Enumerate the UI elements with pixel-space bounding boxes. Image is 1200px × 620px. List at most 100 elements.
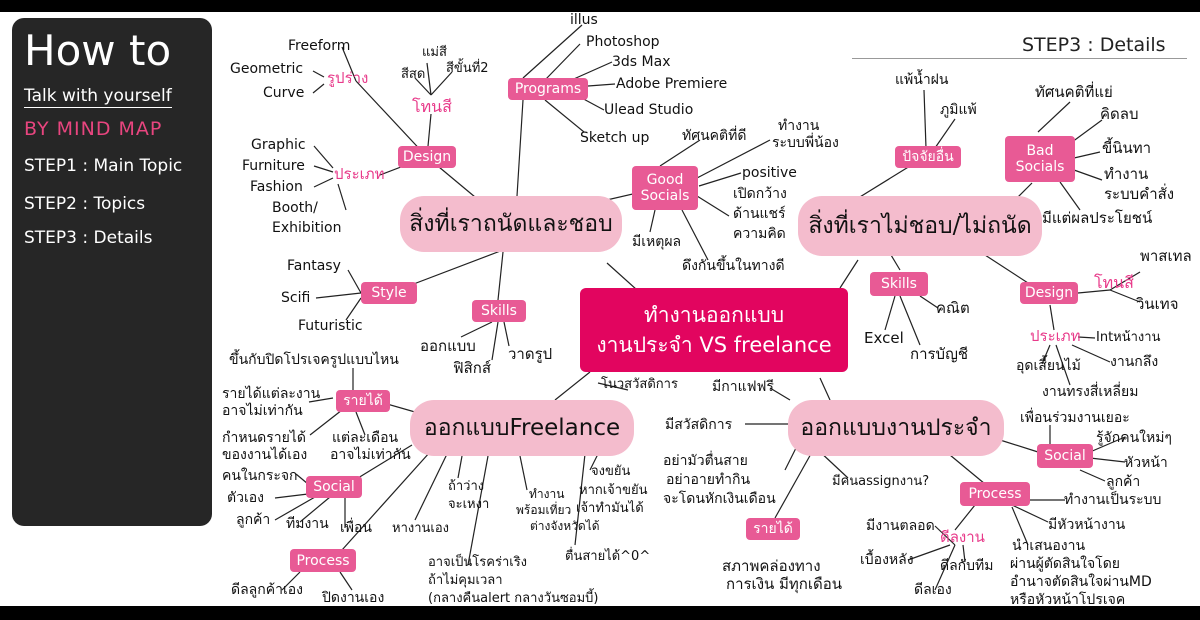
fulltime-misc-item: มีคนassignงาน? [832, 474, 930, 489]
like-shape-item: Freeform [288, 38, 351, 54]
dislike-tone-label: โทนสี [1094, 273, 1134, 292]
good-socials-line2: Socials [640, 188, 690, 204]
factor-item: แพ้น้ำฝน [895, 72, 949, 88]
freelance-social-item: เพื่อน [340, 520, 372, 536]
like-style-box: Style [361, 282, 417, 304]
freelance-process-item: ปิดงานเอง [322, 590, 385, 606]
program-item: Sketch up [580, 130, 650, 146]
fulltime-process-item: ทำงานเป็นระบบ [1064, 492, 1162, 508]
sidebar-panel: How to Talk with yourself BY MIND MAP ST… [12, 18, 212, 526]
fulltime-deal-item: มีงานตลอด [866, 518, 935, 534]
fulltime-social-item: ลูกค้า [1106, 474, 1141, 490]
fulltime-misc-item: จะโดนหักเงินเดือน [663, 491, 776, 507]
good-item: ทำงาน [778, 118, 820, 134]
center-line2: งานประจำ VS freelance [596, 333, 832, 357]
dislike-design-box: Design [1020, 282, 1078, 304]
freelance-misc-item: หากเจ้าขยัน [579, 483, 648, 498]
good-item: ด้านแชร์ [733, 206, 786, 222]
topic-freelance: ออกแบบFreelance [410, 400, 634, 456]
like-shape-item: Curve [263, 85, 305, 101]
topic-like: สิ่งที่เราถนัดและชอบ [400, 196, 622, 252]
step1-label: STEP1 : Main Topic [24, 156, 183, 176]
bad-item: ขี้นินทา [1102, 139, 1152, 157]
freelance-income-item: รายได้แต่ละงาน [222, 386, 321, 402]
freelance-social-item: ตัวเอง [227, 490, 264, 506]
style-item: Fantasy [287, 258, 341, 274]
bad-item: ทัศนคติที่แย่ [1035, 83, 1113, 101]
fulltime-deal-item: ดีลเอง [914, 582, 952, 598]
dislike-skill-item: การบัญชี [910, 345, 969, 363]
fulltime-social-item: หัวหน้า [1124, 455, 1168, 471]
like-type-item: Booth/ [272, 200, 318, 216]
step3-label: STEP3 : Details [24, 228, 153, 248]
center-node: ทำงานออกแบบ งานประจำ VS freelance [580, 288, 848, 372]
fulltime-deal-item: ดีลกับทีม [940, 558, 994, 574]
like-programs-box: Programs [508, 78, 588, 100]
good-item: ทัศนคติที่ดี [682, 128, 747, 144]
dislike-skill-item: Excel [864, 329, 904, 347]
fulltime-process-item: มีหัวหน้างาน [1048, 517, 1126, 533]
fulltime-social-item: เพื่อนร่วมงานเยอะ [1020, 410, 1130, 426]
fulltime-income-item: สภาพคล่องทาง [722, 557, 821, 575]
bad-socials-box: Bad Socials [1005, 136, 1075, 182]
freelance-misc-item: ต่างจังหวัดได้ [530, 519, 600, 533]
bad-item: ทำงาน [1104, 165, 1149, 183]
step2-label: STEP2 : Topics [24, 194, 146, 214]
subtitle: Talk with yourself [24, 86, 172, 108]
dislike-skill-item: คณิต [936, 299, 970, 317]
freelance-misc-item: อาจเป็นโรคร่าเริง [428, 555, 528, 570]
topic-fulltime: ออกแบบงานประจำ [788, 400, 1004, 456]
like-tone-item: สีขั้นที่2 [446, 61, 489, 76]
freelance-process-box: Process [290, 549, 356, 572]
freelance-misc-item: ถ้าไม่คุมเวลา [428, 573, 503, 588]
like-design-box: Design [398, 146, 456, 168]
like-skill-item: วาดรูป [508, 345, 553, 363]
freelance-misc-item: จงขยัน [591, 464, 631, 479]
like-tone-item: แม่สี [422, 45, 447, 60]
freelance-misc-item: ทำงาน [529, 487, 565, 501]
fulltime-process-item: นำเสนองาน [1012, 538, 1086, 554]
bad-item: คิดลบ [1100, 105, 1139, 123]
freelance-misc-item: (กลางคืนalert กลางวันซอมบี้) [428, 591, 599, 606]
fulltime-misc-item: อย่ามัวตื่นสาย [663, 453, 748, 469]
by-mind-map: BY MIND MAP [24, 118, 163, 140]
freelance-social-item: ลูกค้า [236, 512, 271, 528]
freelance-income-item: ขึ้นกับปิดโปรเจครูปแบบไหน [229, 352, 399, 368]
freelance-misc-item: ถ้าว่าง [448, 479, 485, 494]
bad-socials-line2: Socials [1015, 159, 1065, 175]
dislike-type-item: งานทรงสี่เหลี่ยม [1042, 384, 1139, 400]
good-item: ความคิด [733, 226, 786, 242]
like-type-label: ประเภท [334, 165, 385, 183]
fulltime-process-item: ผ่านผู้ตัดสินใจโดย [1010, 556, 1120, 572]
title-rule [852, 58, 1187, 59]
dislike-type-label: ประเภท [1030, 327, 1081, 345]
fulltime-process-box: Process [960, 482, 1030, 506]
good-socials-box: Good Socials [632, 166, 698, 210]
center-line1: ทำงานออกแบบ [643, 303, 785, 327]
freelance-social-item: คนในกระจก [222, 468, 298, 484]
freelance-misc-item: จะเหงา [448, 497, 490, 512]
fulltime-deal-item: เบื้องหลัง [860, 552, 914, 568]
like-type-item: Exhibition [272, 220, 342, 236]
fulltime-income-box: รายได้ [746, 518, 800, 540]
program-item: Photoshop [586, 34, 660, 50]
good-item: ดึงกันขึ้นในทางดี [682, 258, 785, 274]
like-skill-item: ฟิสิกส์ [453, 359, 492, 377]
freelance-process-item: ดีลลูกค้าเอง [231, 582, 303, 598]
bad-item: ระบบคำสั่ง [1104, 185, 1175, 203]
program-item: 3ds Max [612, 54, 671, 70]
like-skills-box: Skills [472, 300, 526, 322]
freelance-income-item: แต่ละเดือน [332, 430, 399, 446]
freelance-social-item: ทีมงาน [286, 516, 329, 532]
like-tone-item: สีสด [401, 67, 426, 82]
like-type-item: Graphic [251, 137, 306, 153]
bottom-bar [0, 606, 1200, 620]
program-item: Ulead Studio [604, 102, 694, 118]
fulltime-social-item: รู้จักคนใหม่ๆ [1096, 430, 1172, 446]
fulltime-misc-item: มีสวัสดิการ [665, 417, 733, 433]
dislike-tone-item: วินเทจ [1136, 295, 1179, 313]
factor-item: ภูมิแพ้ [940, 102, 977, 118]
like-type-item: Furniture [242, 158, 305, 174]
good-item: มีเหตุผล [632, 234, 682, 250]
program-item: Adobe Premiere [616, 76, 728, 92]
